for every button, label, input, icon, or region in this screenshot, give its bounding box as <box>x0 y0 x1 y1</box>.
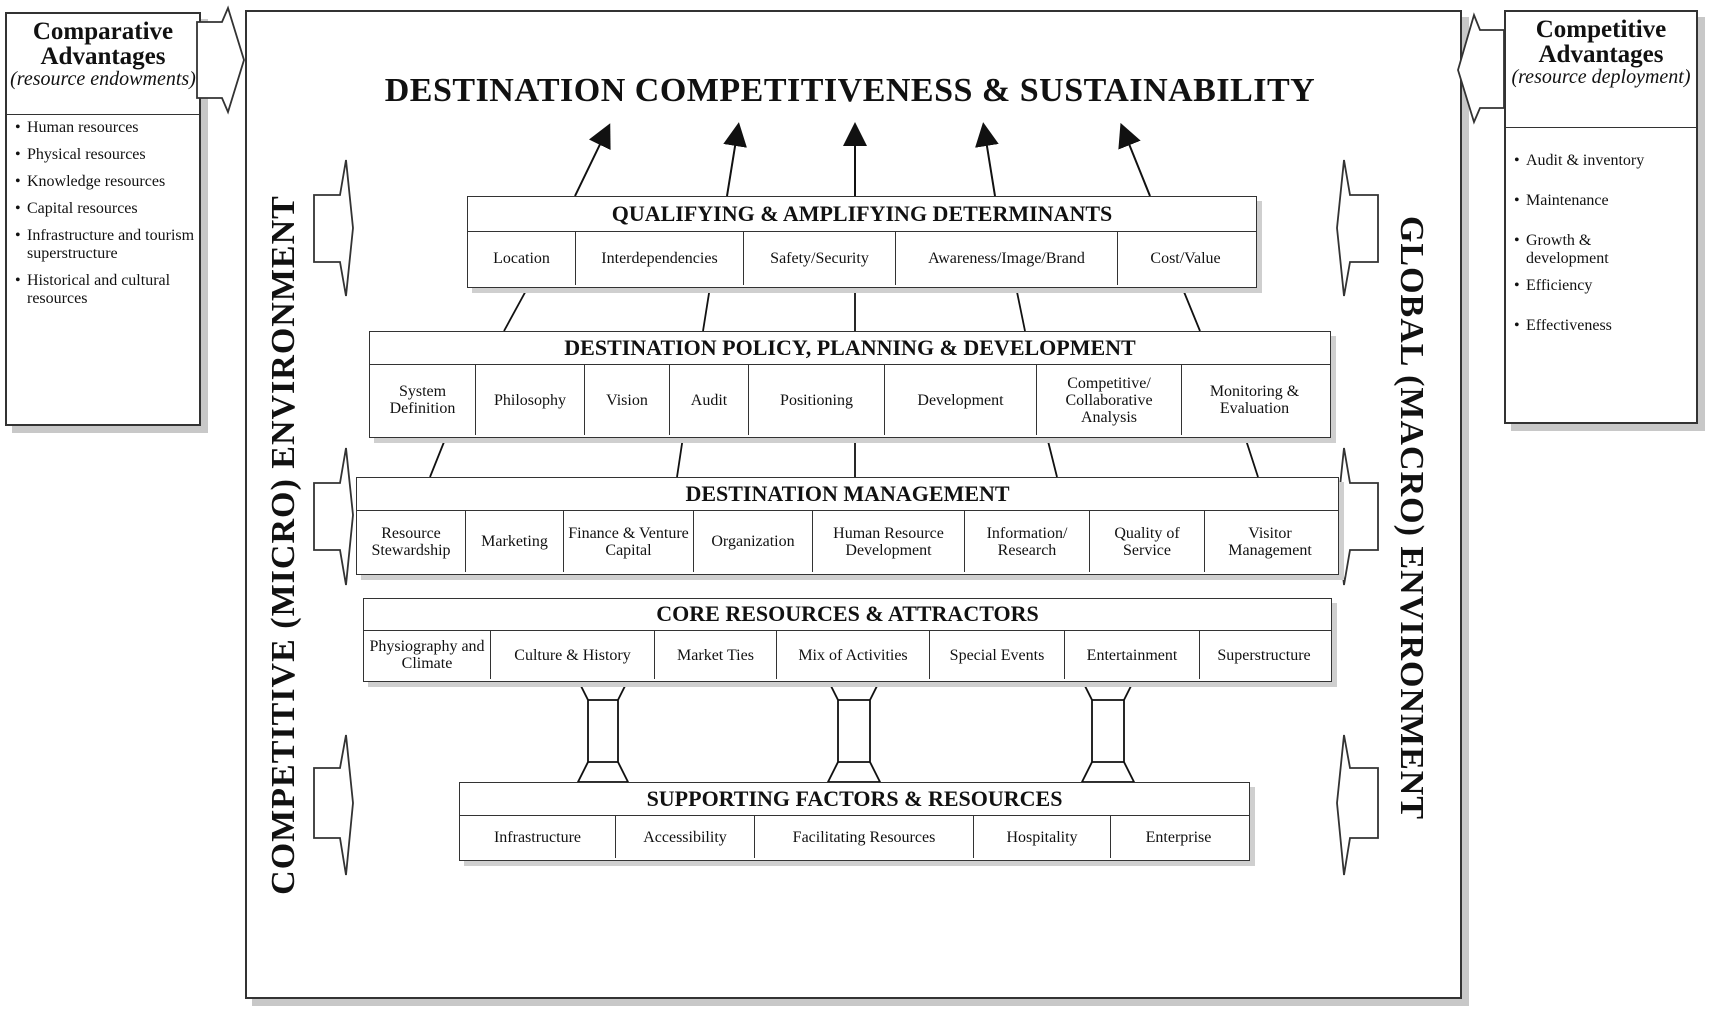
policy-cell: Vision <box>585 365 670 435</box>
micro-arrow-3 <box>313 734 354 876</box>
supporting-cell: Hospitality <box>974 816 1111 858</box>
qualifying-policy-connectors <box>503 286 1201 332</box>
comparative-advantages-subheading: (resource endowments) <box>10 68 196 90</box>
management-cell: Information/ Research <box>965 511 1090 572</box>
comparative-advantages-header: Comparative Advantages (resource endowme… <box>7 14 199 115</box>
macro-arrow-1 <box>1336 159 1379 297</box>
management-cell: Marketing <box>466 511 564 572</box>
destination-management-band: DESTINATION MANAGEMENT Resource Stewards… <box>356 477 1339 575</box>
policy-cell: Competitive/ Collaborative Analysis <box>1037 365 1182 435</box>
pillar-left <box>576 679 630 783</box>
comparative-advantages-list: Human resources Physical resources Knowl… <box>7 115 199 308</box>
side-arrows <box>196 5 1505 876</box>
supporting-cells: Infrastructure Accessibility Facilitatin… <box>460 816 1249 858</box>
management-cell: Organization <box>694 511 813 572</box>
competitive-item: Growth & development <box>1514 232 1656 268</box>
policy-planning-band: DESTINATION POLICY, PLANNING & DEVELOPME… <box>369 331 1331 438</box>
macro-arrow-2 <box>1336 447 1379 586</box>
support-pillars <box>576 679 1136 783</box>
policy-cell: Development <box>885 365 1037 435</box>
competitive-advantages-heading: Competitive Advantages <box>1535 16 1667 68</box>
pillar-middle <box>826 679 882 783</box>
management-cell: Finance & Venture Capital <box>564 511 694 572</box>
management-cells: Resource Stewardship Marketing Finance &… <box>357 511 1338 572</box>
right-panel-arrow <box>1457 12 1505 125</box>
core-cell: Mix of Activities <box>777 631 930 679</box>
policy-planning-title: DESTINATION POLICY, PLANNING & DEVELOPME… <box>370 332 1330 365</box>
supporting-cell: Enterprise <box>1145 828 1212 846</box>
comparative-advantages-panel: Comparative Advantages (resource endowme… <box>5 12 201 426</box>
left-panel-arrow <box>196 5 245 115</box>
qualifying-cell: Awareness/Image/Brand <box>896 232 1118 285</box>
supporting-cell: Facilitating Resources <box>755 816 974 858</box>
supporting-factors-title: SUPPORTING FACTORS & RESOURCES <box>460 783 1249 816</box>
competitive-advantages-subheading: (resource deployment) <box>1511 66 1691 88</box>
competitive-item: Effectiveness <box>1514 317 1696 335</box>
competitive-advantages-panel: Competitive Advantages (resource deploym… <box>1504 10 1698 424</box>
qualifying-cell: Location <box>468 232 576 285</box>
comparative-item: Infrastructure and tourism superstructur… <box>15 227 199 263</box>
policy-cell: Philosophy <box>476 365 585 435</box>
policy-cell: Audit <box>670 365 749 435</box>
qualifying-determinants-title: QUALIFYING & AMPLIFYING DETERMINANTS <box>468 197 1256 232</box>
competitive-advantages-list: Audit & inventory Maintenance Growth & d… <box>1506 128 1696 335</box>
qualifying-cell: Cost/Value <box>1150 250 1221 267</box>
competitive-advantages-header: Competitive Advantages (resource deploym… <box>1506 12 1696 128</box>
competitive-item: Audit & inventory <box>1514 152 1696 170</box>
management-cell: Human Resource Development <box>813 511 965 572</box>
qualifying-cells: Location Interdependencies Safety/Securi… <box>468 232 1256 285</box>
policy-cell: Positioning <box>749 365 885 435</box>
destination-management-title: DESTINATION MANAGEMENT <box>357 478 1338 511</box>
micro-arrow-2 <box>313 447 354 586</box>
comparative-item: Historical and cultural resources <box>15 272 199 308</box>
micro-arrow-1 <box>313 159 354 297</box>
core-cell: Entertainment <box>1065 631 1200 679</box>
core-resources-band: CORE RESOURCES & ATTRACTORS Physiography… <box>363 598 1332 682</box>
policy-cells: System Definition Philosophy Vision Audi… <box>370 365 1330 435</box>
competitive-item: Maintenance <box>1514 192 1696 210</box>
diagram-title: DESTINATION COMPETITIVENESS & SUSTAINABI… <box>384 72 1316 109</box>
comparative-advantages-heading: Comparative Advantages <box>32 18 174 70</box>
core-resources-title: CORE RESOURCES & ATTRACTORS <box>364 599 1331 631</box>
qualifying-cell: Interdependencies <box>576 232 744 285</box>
core-cells: Physiography and Climate Culture & Histo… <box>364 631 1331 679</box>
core-cell: Physiography and Climate <box>364 631 491 679</box>
comparative-item: Knowledge resources <box>15 173 199 191</box>
core-cell: Culture & History <box>491 631 655 679</box>
qualifying-determinants-band: QUALIFYING & AMPLIFYING DETERMINANTS Loc… <box>467 196 1257 288</box>
management-cell: Visitor Management <box>1228 524 1312 559</box>
policy-cell: System Definition <box>370 365 476 435</box>
management-cell: Quality of Service <box>1090 511 1205 572</box>
macro-arrow-3 <box>1336 734 1379 876</box>
supporting-cell: Accessibility <box>616 816 755 858</box>
qualifying-cell: Safety/Security <box>744 232 896 285</box>
policy-management-connectors <box>429 436 1259 478</box>
upward-arrows <box>574 122 1151 197</box>
pillar-right <box>1080 679 1136 783</box>
comparative-item: Physical resources <box>15 146 199 164</box>
core-cell: Special Events <box>930 631 1065 679</box>
comparative-item: Human resources <box>15 119 199 137</box>
supporting-cell: Infrastructure <box>460 816 616 858</box>
management-cell: Resource Stewardship <box>357 511 466 572</box>
competitive-item: Efficiency <box>1514 277 1696 295</box>
supporting-factors-band: SUPPORTING FACTORS & RESOURCES Infrastru… <box>459 782 1250 861</box>
core-cell: Market Ties <box>655 631 777 679</box>
core-cell: Superstructure <box>1217 646 1311 664</box>
comparative-item: Capital resources <box>15 200 199 218</box>
policy-cell: Monitoring & Evaluation <box>1209 383 1300 417</box>
